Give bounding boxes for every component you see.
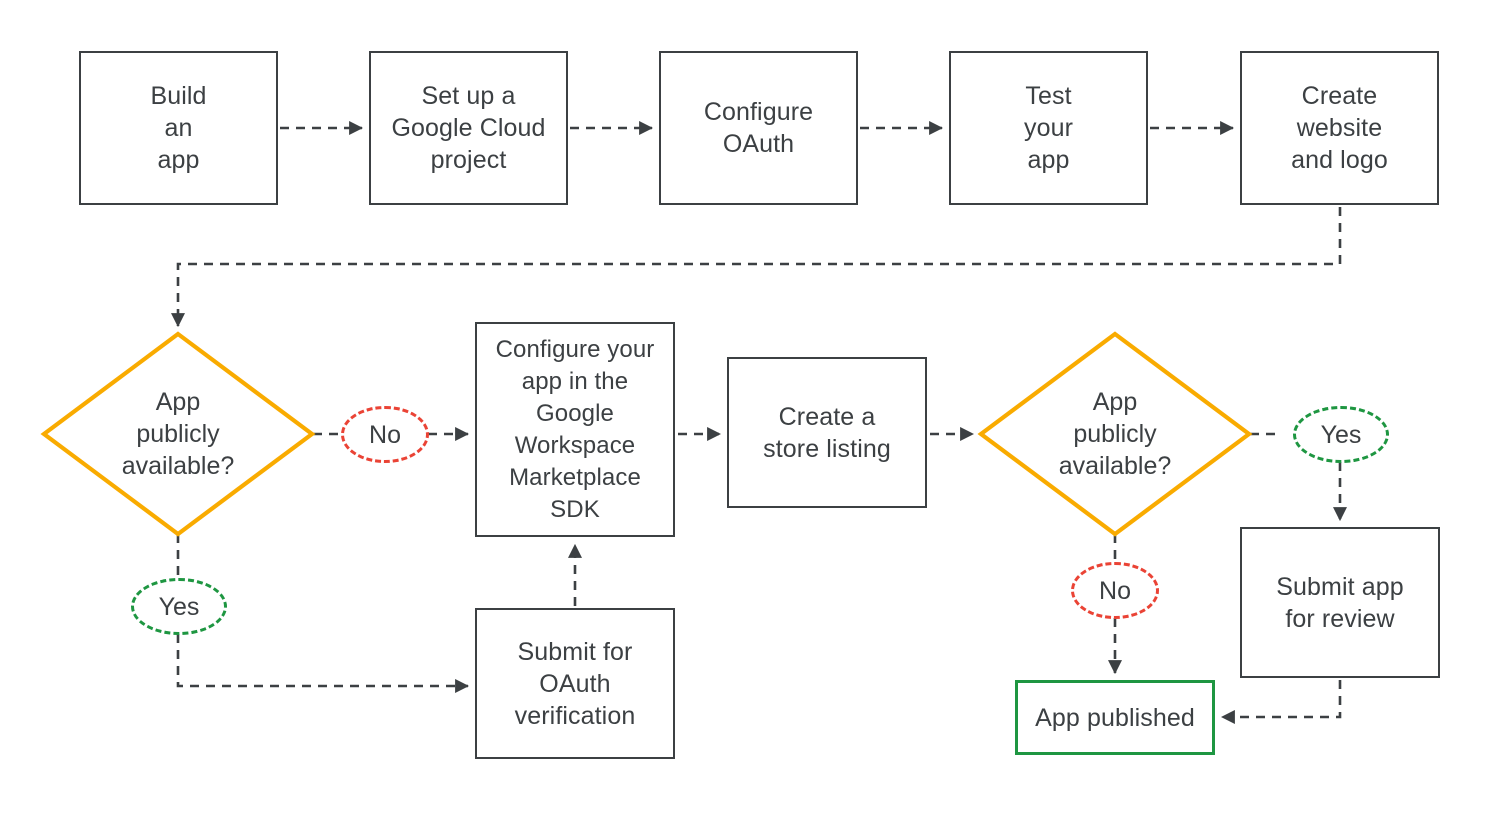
edge-label-no-1: No (341, 406, 429, 463)
node-set-up-gcp-project[interactable]: Set up a Google Cloud project (369, 51, 568, 205)
node-create-website-and-logo[interactable]: Create website and logo (1240, 51, 1439, 205)
node-submit-oauth-verification[interactable]: Submit for OAuth verification (475, 608, 675, 759)
decision-diamond-shape (40, 331, 316, 537)
edge-label-no-2: No (1071, 562, 1159, 619)
node-test-your-app[interactable]: Test your app (949, 51, 1148, 205)
edge-website-to-decision1 (170, 207, 1342, 328)
node-configure-app-sdk[interactable]: Configure your app in the Google Workspa… (475, 322, 675, 537)
node-build-an-app[interactable]: Build an app (79, 51, 278, 205)
node-submit-app-for-review[interactable]: Submit app for review (1240, 527, 1440, 678)
edge-label-yes-1: Yes (131, 578, 227, 635)
node-app-published[interactable]: App published (1015, 680, 1215, 755)
node-configure-oauth[interactable]: Configure OAuth (659, 51, 858, 205)
decision2-label: App publicly available? (1058, 388, 1172, 480)
edge-yes1-to-submit-oauth (176, 634, 470, 694)
node-app-publicly-available-1[interactable]: App publicly available? (40, 330, 316, 538)
node-app-publicly-available-2[interactable]: App publicly available? (977, 330, 1253, 538)
decision2-diamond-shape (977, 331, 1253, 537)
edge-label-yes-2: Yes (1293, 406, 1389, 463)
node-create-store-listing[interactable]: Create a store listing (727, 357, 927, 508)
decision1-label: App publicly available? (121, 388, 235, 480)
edge-review-to-published (1220, 680, 1342, 725)
